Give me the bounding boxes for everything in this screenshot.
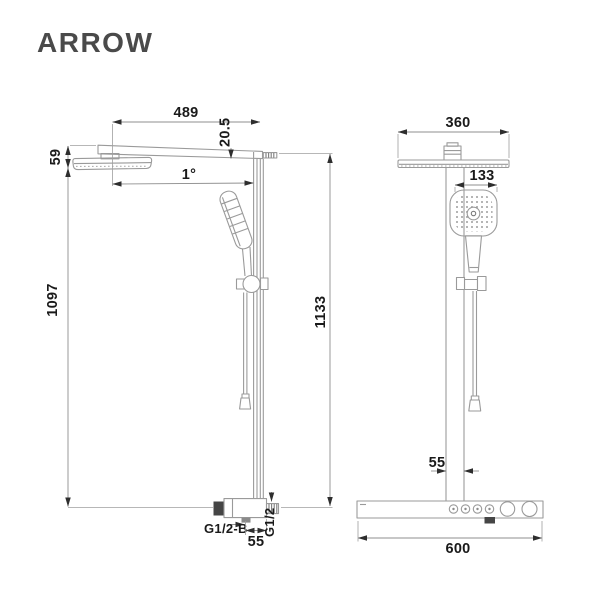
side-view: 489 20.5 59 1° 1097 — [45, 105, 333, 550]
dim-height-to-outlet: 1097 — [45, 167, 71, 507]
valve-body-side — [213, 498, 280, 523]
dim-head-width: 360 — [397, 115, 510, 158]
dim-arm-angle-label: 1° — [182, 167, 196, 183]
dim-height-to-outlet-label: 1097 — [45, 283, 61, 316]
top-threaded-stub — [262, 152, 278, 159]
dim-handset-width: 133 — [454, 168, 498, 192]
slider-bracket-front — [455, 275, 487, 292]
head-connector — [443, 142, 462, 161]
dim-outlet-offset: 55 — [245, 519, 267, 550]
dim-head-width-label: 360 — [445, 115, 470, 131]
dim-outlet-offset-label: 55 — [248, 534, 265, 550]
callout-side-inlet: G1/2 — [262, 492, 277, 537]
dim-panel-width: 600 — [357, 521, 543, 557]
callout-bottom-outlet: G1/2-B — [204, 521, 248, 536]
dim-arm-drop: 20.5 — [218, 118, 234, 159]
slider-bracket-side — [235, 274, 269, 294]
dim-head-height-label: 59 — [48, 149, 64, 166]
shower-arm-side — [97, 144, 264, 160]
callout-bottom-outlet-label: G1/2-B — [204, 521, 248, 536]
dim-arm-length: 489 — [112, 105, 261, 186]
dim-head-height: 59 — [48, 145, 96, 169]
hand-shower-front — [449, 189, 498, 273]
hand-shower-side — [219, 190, 253, 250]
dim-overall-height: 1133 — [279, 153, 333, 508]
riser-column-side — [253, 152, 264, 499]
shower-hose-front — [468, 291, 482, 412]
dim-handset-width-label: 133 — [469, 168, 494, 184]
hand-shower-handle-side — [241, 246, 253, 277]
dim-column-offset-label: 55 — [429, 455, 446, 471]
overhead-shower-head-front — [397, 159, 510, 169]
dim-arm-length-label: 489 — [173, 105, 198, 121]
brand-logo: ARROW — [37, 27, 154, 58]
panel-knobs — [499, 500, 538, 518]
dim-panel-width-label: 600 — [445, 541, 470, 557]
front-view: 360 133 55 600 — [356, 115, 544, 557]
dim-arm-drop-label: 20.5 — [218, 118, 234, 147]
dim-column-offset: 55 — [429, 455, 479, 474]
dim-overall-height-label: 1133 — [313, 296, 329, 329]
dim-arm-angle: 1° — [112, 167, 254, 187]
callout-side-inlet-label: G1/2 — [262, 508, 277, 537]
shower-hose-side — [239, 292, 252, 410]
panel-buttons — [448, 504, 495, 514]
thermostat-panel — [356, 500, 544, 524]
